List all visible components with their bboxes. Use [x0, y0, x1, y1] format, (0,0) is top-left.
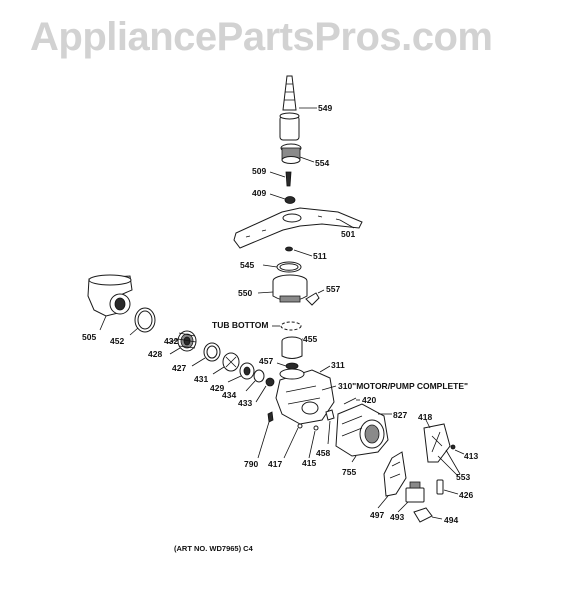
art-number: (ART NO. WD7965) C4	[174, 544, 254, 553]
part-554-nut	[280, 143, 302, 164]
part-557-clip	[305, 292, 320, 306]
part-311-pump-housing	[275, 368, 335, 425]
part-431-blade	[222, 352, 240, 372]
part-509-screw	[285, 171, 292, 187]
callout-553: 553	[456, 472, 470, 482]
part-415	[313, 425, 319, 431]
part-429-impeller	[239, 362, 255, 380]
callout-511: 511	[313, 251, 327, 261]
callout-426: 426	[459, 490, 473, 500]
part-505-housing	[87, 274, 133, 317]
callout-545: 545	[240, 260, 254, 270]
part-501-spray-arm	[233, 207, 363, 249]
part-426-pin	[436, 479, 444, 495]
callout-550: 550	[238, 288, 252, 298]
callout-417: 417	[268, 459, 282, 469]
callout-457: 457	[259, 356, 273, 366]
callout-429: 429	[210, 383, 224, 393]
callout-311: 311	[331, 360, 345, 370]
callout-557: 557	[326, 284, 340, 294]
callout-549: 549	[318, 103, 332, 113]
part-434	[253, 369, 265, 383]
callout-418: 418	[418, 412, 432, 422]
label-tub-bottom: TUB BOTTOM	[212, 320, 269, 330]
callout-497: 497	[370, 510, 384, 520]
part-549-tube	[279, 75, 300, 141]
part-790	[267, 411, 274, 423]
callout-554: 554	[315, 158, 329, 168]
callout-505: 505	[82, 332, 96, 342]
part-497-bracket	[383, 451, 407, 497]
callout-434: 434	[222, 390, 236, 400]
callout-428: 428	[148, 349, 162, 359]
callout-501: 501	[341, 229, 355, 239]
part-493-switch	[405, 481, 425, 503]
part-452-clamp	[134, 307, 156, 333]
callout-427: 427	[172, 363, 186, 373]
callout-433: 433	[238, 398, 252, 408]
callout-431: 431	[194, 374, 208, 384]
callout-493: 493	[390, 512, 404, 522]
part-420-wire	[343, 397, 357, 405]
part-457	[285, 362, 299, 370]
callout-420: 420	[362, 395, 376, 405]
callout-790: 790	[244, 459, 258, 469]
callout-494: 494	[444, 515, 458, 525]
callout-432: 432	[164, 336, 178, 346]
callout-509: 509	[252, 166, 266, 176]
callout-827: 827	[393, 410, 407, 420]
part-417	[297, 423, 303, 429]
part-418-bracket	[423, 423, 456, 463]
part-433	[265, 377, 275, 387]
watermark: AppliancePartsPros.com	[30, 15, 493, 59]
part-427-ring	[203, 342, 221, 362]
part-motor	[335, 403, 389, 457]
label-motor-pump: 310"MOTOR/PUMP COMPLETE"	[338, 381, 468, 391]
part-428-spring	[177, 330, 197, 352]
callout-415: 415	[302, 458, 316, 468]
callout-455: 455	[303, 334, 317, 344]
part-550-housing	[272, 274, 308, 303]
callout-755: 755	[342, 467, 356, 477]
part-409-nut	[284, 196, 296, 204]
part-458	[325, 409, 335, 421]
callout-458: 458	[316, 448, 330, 458]
callout-413: 413	[464, 451, 478, 461]
part-tub-gasket	[280, 321, 302, 331]
part-494	[413, 507, 433, 523]
part-455-seal	[281, 336, 303, 359]
part-511-washer	[285, 246, 293, 252]
callout-452: 452	[110, 336, 124, 346]
callout-409: 409	[252, 188, 266, 198]
